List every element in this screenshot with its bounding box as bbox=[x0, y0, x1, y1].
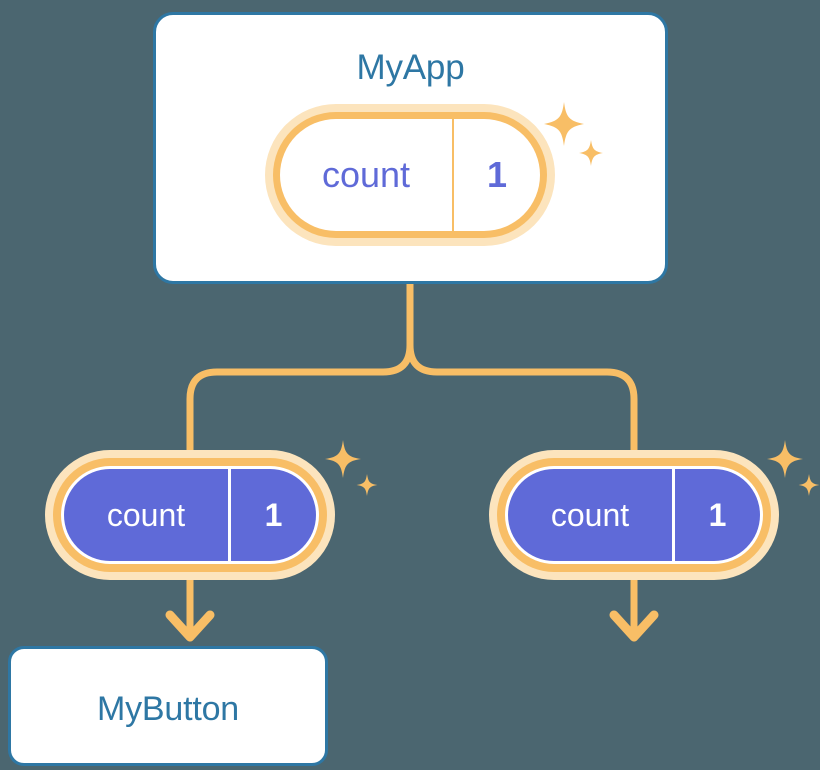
component-label: MyButton bbox=[96, 690, 240, 728]
pill-inner: count 1 bbox=[505, 466, 763, 564]
component-card-mybutton-left[interactable]: MyButton bbox=[8, 646, 328, 766]
state-pill-left[interactable]: count 1 bbox=[45, 450, 335, 580]
tree-connector-path bbox=[186, 280, 414, 459]
pill-divider bbox=[452, 119, 454, 231]
pill-inner: count 1 bbox=[61, 466, 319, 564]
pill-inner: count 1 bbox=[280, 119, 540, 231]
pill-value-label: 1 bbox=[708, 496, 727, 533]
pill-key-label: count bbox=[550, 496, 630, 533]
pill-key-label: count bbox=[106, 496, 186, 533]
sparkle-icon-small bbox=[798, 474, 820, 496]
arrow-down-left-icon bbox=[165, 610, 215, 642]
pill-body: count 1 bbox=[64, 469, 316, 561]
arrow-down-right-icon bbox=[609, 610, 659, 642]
page-title: MyApp bbox=[356, 48, 465, 87]
tree-connector-path-right bbox=[406, 341, 638, 459]
pill-body: count 1 bbox=[508, 469, 760, 561]
pill-divider bbox=[672, 469, 675, 561]
pill-divider bbox=[228, 469, 231, 561]
sparkle-icon-small bbox=[356, 474, 378, 496]
state-pill-right[interactable]: count 1 bbox=[489, 450, 779, 580]
pill-value-label: 1 bbox=[264, 496, 283, 533]
pill-key-label: count bbox=[321, 154, 411, 195]
pill-value-label: 1 bbox=[486, 154, 508, 195]
state-pill-root[interactable]: count 1 bbox=[265, 104, 555, 246]
